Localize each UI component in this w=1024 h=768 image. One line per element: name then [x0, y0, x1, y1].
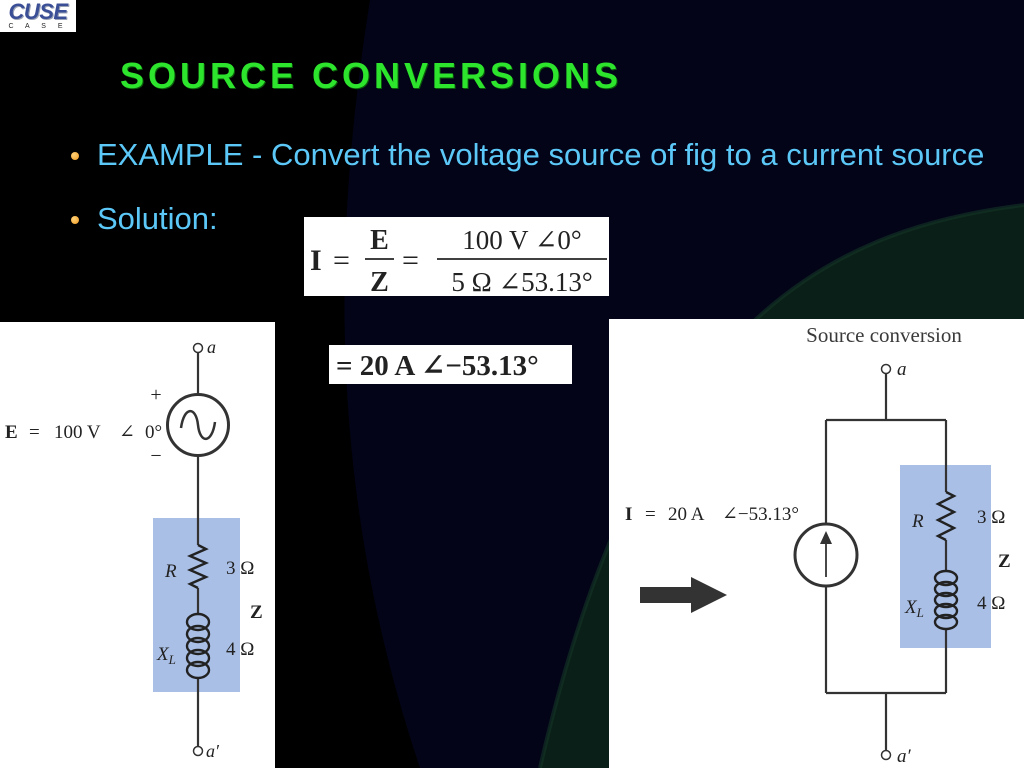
source-equals: = — [645, 504, 656, 525]
ratio-numerator: E — [370, 225, 389, 256]
inductor-coil-loop — [933, 591, 959, 609]
current-arrowhead — [820, 531, 832, 544]
circuit-diagram: a + − E = 100 V ∠ 0° R 3 Ω Z — [5, 337, 263, 761]
inductor-coil-loop — [933, 613, 959, 631]
logo-subtext: C A S E — [8, 23, 68, 30]
source-label: I = 20 A ∠−53.13° — [625, 504, 799, 525]
bullet-text: Solution: — [97, 201, 218, 236]
circuit-caption: Source conversion — [806, 323, 962, 347]
inductor-coil-loop — [185, 660, 211, 680]
inductor-coil-loop — [185, 624, 211, 644]
sine-wave-icon — [179, 409, 217, 441]
equation-current-formula: I = E Z = 100 V ∠0° 5 Ω ∠53.13° — [304, 217, 609, 298]
source-angle: ∠−53.13° — [722, 504, 799, 525]
polarity-plus: + — [150, 384, 161, 406]
ratio-denominator: Z — [370, 267, 389, 296]
inductor-coil-loop — [933, 602, 959, 620]
source-angle: 0° — [145, 422, 162, 443]
source-magnitude: 20 A — [668, 504, 705, 525]
terminal-a-prime — [880, 749, 892, 761]
resistor-value: 3 Ω — [977, 507, 1005, 528]
inductor-value: 4 Ω — [977, 593, 1005, 614]
current-source-circuit: Source conversion a I = 20 A ∠−53.13° — [609, 319, 1024, 768]
value-denominator: 5 Ω ∠53.13° — [451, 267, 592, 296]
inductor-coil-loop — [933, 569, 959, 587]
terminal-a — [880, 363, 892, 375]
value-numerator: 100 V ∠0° — [462, 225, 581, 255]
inductor-value: 4 Ω — [226, 639, 254, 660]
inductor-label: XL — [904, 597, 924, 620]
inductor-label-subscript: L — [916, 605, 924, 620]
inductor-label: XL — [156, 644, 176, 667]
logo-text: CUSE — [8, 0, 68, 24]
source-symbol: E — [5, 422, 18, 443]
terminal-a-prime — [192, 745, 204, 757]
inductor-label-main: X — [156, 644, 170, 665]
arrow-head — [691, 577, 727, 613]
source-magnitude: 100 V — [54, 422, 101, 443]
equals-sign: = — [402, 244, 419, 277]
bullet-dot-icon — [71, 152, 79, 160]
equation-current-result: = 20 A ∠−53.13° — [329, 345, 572, 384]
logo: CUSE C A S E — [0, 0, 76, 32]
inductor-label-subscript: L — [168, 652, 176, 667]
resistor-symbol — [935, 490, 957, 542]
inductor-symbol — [185, 612, 211, 680]
source-angle-symbol: ∠ — [119, 422, 135, 443]
inductor-symbol — [933, 569, 959, 631]
inductor-coil-loop — [933, 580, 959, 598]
current-source-icon — [793, 522, 859, 588]
inductor-coil-loop — [185, 612, 211, 632]
terminal-a-prime-label: a′ — [206, 741, 220, 761]
terminal-a-prime-label: a′ — [897, 746, 912, 767]
polarity-minus: − — [150, 445, 161, 467]
equation-graphic: I = E Z = 100 V ∠0° 5 Ω ∠53.13° — [310, 225, 607, 298]
voltage-source-circuit: a + − E = 100 V ∠ 0° R 3 Ω Z — [0, 322, 275, 768]
source-equals: = — [29, 422, 40, 443]
slide-title: SOURCE CONVERSIONS — [120, 55, 623, 96]
bullet-text: EXAMPLE - Convert the voltage source of … — [97, 137, 985, 172]
terminal-a-label: a — [207, 337, 216, 357]
right-arrow-icon — [640, 577, 727, 613]
bullet-dot-icon — [71, 216, 79, 224]
impedance-label: Z — [998, 551, 1011, 572]
circuit-diagram: Source conversion a I = 20 A ∠−53.13° — [625, 323, 1011, 767]
resistor-value: 3 Ω — [226, 558, 254, 579]
source-symbol: I — [625, 504, 632, 525]
arrow-shaft — [640, 587, 694, 603]
inductor-coil-loop — [185, 648, 211, 668]
inductor-label-main: X — [904, 597, 918, 618]
impedance-label: Z — [250, 602, 263, 623]
equation-result-text: = 20 A ∠−53.13° — [336, 350, 539, 382]
inductor-coil-loop — [185, 636, 211, 656]
resistor-label: R — [164, 561, 177, 582]
equation-graphic: = 20 A ∠−53.13° — [336, 350, 539, 382]
equation-lhs: I — [310, 244, 322, 277]
resistor-label: R — [911, 511, 924, 532]
terminal-a-label: a — [897, 359, 907, 380]
source-label: E = 100 V ∠ 0° — [5, 422, 162, 443]
terminal-a — [192, 342, 204, 354]
resistor-symbol — [187, 543, 209, 590]
equals-sign: = — [333, 244, 350, 277]
